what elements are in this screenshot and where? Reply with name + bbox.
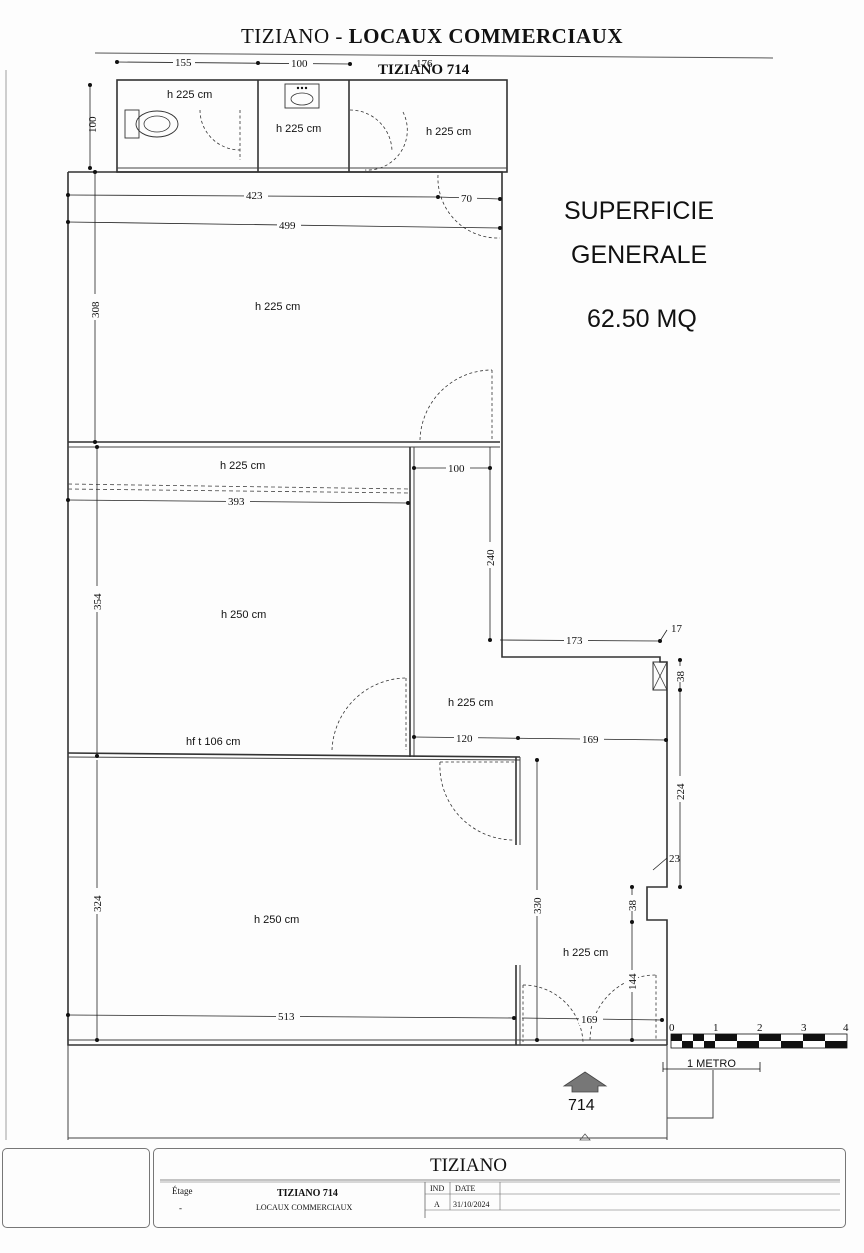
cartouche-date-value: 31/10/2024 xyxy=(453,1200,490,1209)
dim-23: 23 xyxy=(669,853,681,865)
dim-100-vertical: 100 xyxy=(87,116,99,133)
dim-176: 176 xyxy=(416,58,433,70)
room-height-corridor: h 225 cm xyxy=(220,460,265,472)
cartouche-logo-box xyxy=(2,1148,150,1228)
cartouche-ind-label: IND xyxy=(430,1184,445,1193)
title-underline xyxy=(94,52,774,59)
dim-354: 354 xyxy=(92,593,104,610)
cartouche-etage-label: Étage xyxy=(172,1186,193,1196)
dim-513: 513 xyxy=(278,1011,295,1023)
dim-499: 499 xyxy=(279,220,296,232)
scale-label: 1 METRO xyxy=(687,1058,736,1070)
dim-144: 144 xyxy=(627,973,639,990)
window-dashes xyxy=(67,483,411,494)
dim-17: 17 xyxy=(671,623,683,635)
cartouche-etage-value: - xyxy=(179,1203,182,1213)
dim-169-hall: 169 xyxy=(582,734,599,746)
scale-tick-2: 2 xyxy=(757,1022,763,1034)
room-height-room1: h 225 cm xyxy=(255,301,300,313)
dim-308: 308 xyxy=(90,301,102,318)
room-height-hall: h 225 cm xyxy=(448,697,493,709)
cartouche-grid xyxy=(160,1179,840,1218)
dim-224: 224 xyxy=(675,783,687,800)
cartouche xyxy=(153,1148,846,1228)
room-height-room3: h 250 cm xyxy=(254,914,299,926)
dimension-labels: 155 100 176 100 423 70 499 308 100 393 2… xyxy=(87,56,687,1026)
service-doors xyxy=(199,109,501,239)
scale-tick-1: 1 xyxy=(713,1022,719,1034)
dim-100-corridor: 100 xyxy=(448,463,465,475)
sink-icon xyxy=(284,83,320,109)
dim-393: 393 xyxy=(228,496,245,508)
summary-line-2: GENERALE xyxy=(571,241,707,269)
dim-38-top: 38 xyxy=(675,671,687,683)
title-main: TIZIANO - xyxy=(240,24,349,48)
dim-423: 423 xyxy=(246,190,263,202)
cartouche-description: LOCAUX COMMERCIAUX xyxy=(256,1203,353,1212)
room-height-lavabo: h 225 cm xyxy=(276,123,321,135)
dim-169-entry: 169 xyxy=(581,1014,598,1026)
axis-marker-icon xyxy=(579,1133,591,1141)
dim-120: 120 xyxy=(456,733,473,745)
summary-line-1: SUPERFICIE xyxy=(564,197,714,225)
dim-240: 240 xyxy=(485,549,497,566)
room-height-room2: h 250 cm xyxy=(221,609,266,621)
entrance-arrow-icon xyxy=(562,1071,608,1093)
main-doors xyxy=(331,369,657,1043)
summary-area: 62.50 MQ xyxy=(587,305,697,333)
dim-70: 70 xyxy=(461,193,473,205)
scale-bar: 0 1 2 3 4 xyxy=(662,1022,849,1072)
dim-173: 173 xyxy=(566,635,583,647)
toilet-icon xyxy=(124,109,179,139)
dim-330: 330 xyxy=(532,897,544,914)
window-height-note: hf t 106 cm xyxy=(186,736,240,748)
dim-155: 155 xyxy=(175,57,192,69)
cartouche-date-label: DATE xyxy=(455,1184,476,1193)
main-walls xyxy=(67,171,714,1140)
room-height-entry: h 225 cm xyxy=(563,947,608,959)
dimension-dots xyxy=(66,60,682,1042)
cartouche-name: TIZIANO xyxy=(430,1155,508,1176)
scale-tick-0: 0 xyxy=(669,1022,675,1034)
title-bold: LOCAUX COMMERCIAUX xyxy=(348,24,624,48)
dim-38-bottom: 38 xyxy=(627,900,639,912)
cartouche-code: TIZIANO 714 xyxy=(277,1188,338,1199)
plan-subtitle: TIZIANO 714 xyxy=(378,62,470,78)
entrance-number: 714 xyxy=(568,1097,595,1114)
dim-324: 324 xyxy=(92,895,104,912)
scale-tick-4: 4 xyxy=(843,1022,849,1034)
room-height-wc: h 225 cm xyxy=(167,89,212,101)
scale-tick-3: 3 xyxy=(801,1022,807,1034)
cartouche-ind-value: A xyxy=(434,1200,440,1209)
area-summary: SUPERFICIE GENERALE 62.50 MQ xyxy=(564,197,714,333)
room-labels: h 225 cm h 225 cm h 225 cm h 225 cm h 22… xyxy=(167,89,608,959)
room-height-storage: h 225 cm xyxy=(426,126,471,138)
plan-title: TIZIANO - LOCAUX COMMERCIAUX xyxy=(0,24,864,49)
dim-100-top: 100 xyxy=(291,58,308,70)
